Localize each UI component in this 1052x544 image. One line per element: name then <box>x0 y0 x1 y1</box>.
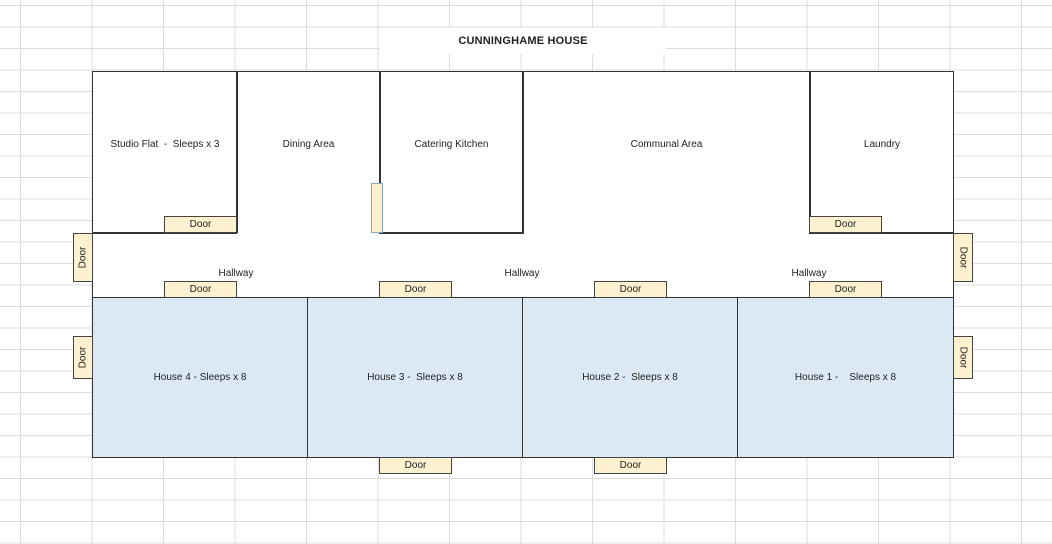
hallway-label: Hallway <box>791 268 827 279</box>
door-hallway-east: Door <box>953 233 973 282</box>
wall-dining-kitchen <box>379 71 381 233</box>
house-2-label: House 2 - Sleeps x 8 <box>582 372 678 383</box>
door-label: Door <box>77 346 89 369</box>
house-1-label: House 1 - Sleeps x 8 <box>794 372 897 383</box>
door-house-1: Door <box>809 281 882 298</box>
door-label: Door <box>957 346 969 369</box>
wall-kitchen-bottom <box>379 232 524 234</box>
door-house-2-rear: Door <box>594 457 667 474</box>
hallway-label: Hallway <box>504 268 540 279</box>
room-dining-area-label: Dining Area <box>282 139 335 150</box>
wall-studio-dining <box>236 71 238 233</box>
door-house-4: Door <box>164 281 237 298</box>
door-kitchen-side <box>371 183 383 233</box>
door-label: Door <box>77 246 89 269</box>
house-4-label: House 4 - Sleeps x 8 <box>153 372 247 383</box>
house-3: House 3 - Sleeps x 8 <box>307 297 523 458</box>
wall-kitchen-communal <box>522 71 524 233</box>
room-communal-area-label: Communal Area <box>630 139 703 150</box>
room-studio-flat-label: Studio Flat - Sleeps x 3 <box>110 139 220 150</box>
door-label: Door <box>957 246 969 269</box>
door-house-4-west: Door <box>73 336 93 379</box>
house-3-label: House 3 - Sleeps x 8 <box>367 372 463 383</box>
wall-communal-laundry <box>809 71 811 233</box>
door-laundry: Door <box>809 216 882 233</box>
door-house-2: Door <box>594 281 667 298</box>
page-title: CUNNINGHAME HOUSE <box>380 28 666 54</box>
door-house-3: Door <box>379 281 452 298</box>
door-house-1-east: Door <box>953 336 973 379</box>
room-laundry-label: Laundry <box>863 139 901 150</box>
door-hallway-west: Door <box>73 233 93 282</box>
house-4: House 4 - Sleeps x 8 <box>92 297 308 458</box>
house-1: House 1 - Sleeps x 8 <box>737 297 954 458</box>
door-house-3-rear: Door <box>379 457 452 474</box>
hallway-label: Hallway <box>218 268 254 279</box>
door-studio-flat: Door <box>164 216 237 233</box>
house-2: House 2 - Sleeps x 8 <box>522 297 738 458</box>
room-catering-kitchen-label: Catering Kitchen <box>414 139 489 150</box>
